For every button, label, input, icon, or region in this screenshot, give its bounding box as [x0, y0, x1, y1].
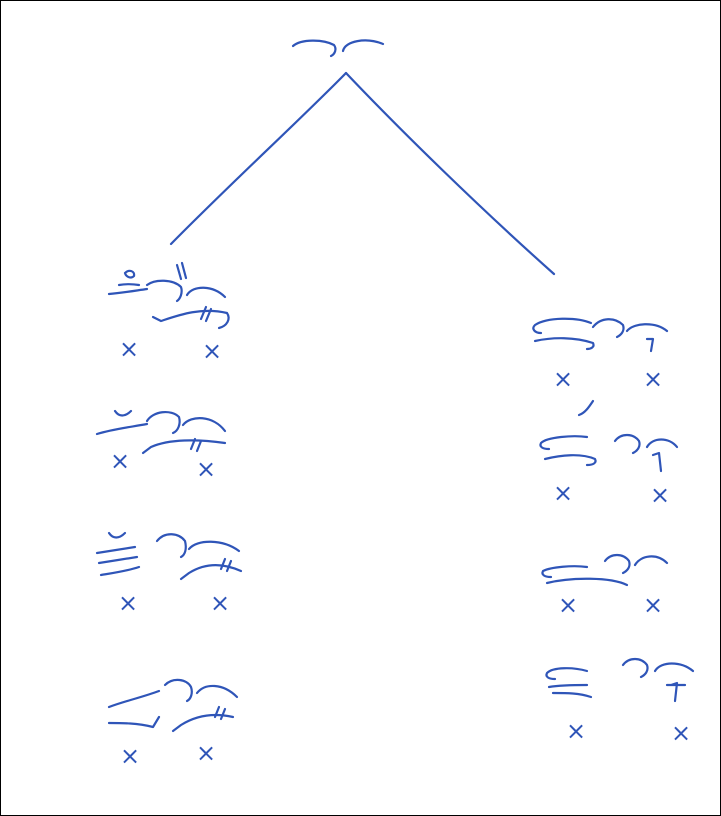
right-entry-4-right-mark: × — [671, 719, 691, 747]
left-branch-line — [171, 73, 346, 244]
right-entry-2-glyph — [540, 401, 677, 471]
left-entry-4-right-mark: × — [196, 739, 216, 767]
right-entry-3-left-mark: × — [558, 591, 578, 619]
left-entry-4-glyph — [109, 680, 237, 731]
right-entry-1-right-mark: × — [643, 365, 663, 393]
left-entry-3-right-mark: × — [210, 589, 230, 617]
right-entry-2-right-mark: × — [650, 481, 670, 509]
right-entry-2-left-mark: × — [553, 479, 573, 507]
right-branch-line — [346, 73, 554, 274]
left-entry-3-glyph — [97, 533, 241, 579]
left-entry-4-left-mark: × — [120, 742, 140, 770]
right-entry-4-glyph — [546, 659, 693, 701]
right-entry-3-glyph — [542, 555, 667, 585]
left-entry-1-left-mark: × — [119, 335, 139, 363]
left-entry-1-right-mark: × — [202, 337, 222, 365]
left-entry-2-left-mark: × — [110, 447, 130, 475]
left-entry-2-right-mark: × — [196, 455, 216, 483]
right-entry-1-glyph — [533, 319, 667, 351]
right-entry-1-left-mark: × — [553, 365, 573, 393]
right-entry-4-left-mark: × — [566, 717, 586, 745]
left-entry-1-glyph — [109, 263, 229, 328]
root-shorthand-glyph — [293, 40, 383, 56]
left-entry-3-left-mark: × — [118, 589, 138, 617]
right-entry-3-right-mark: × — [643, 591, 663, 619]
